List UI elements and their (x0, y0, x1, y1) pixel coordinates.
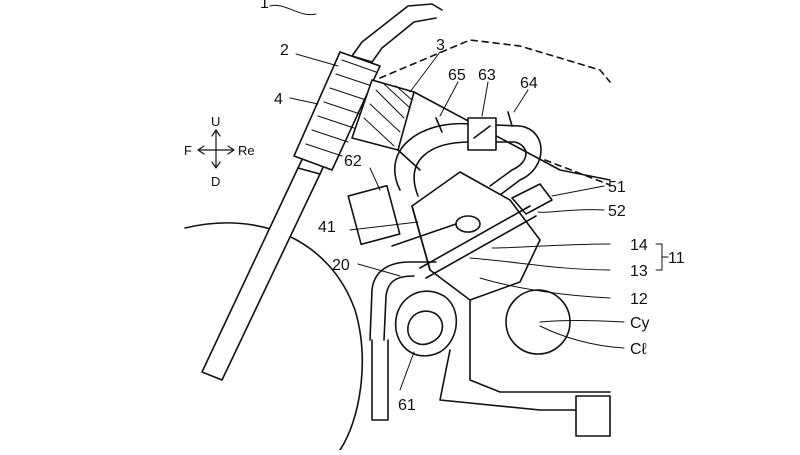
direction-cross (197, 129, 235, 169)
front-wheel (184, 222, 363, 451)
lower-frame (439, 299, 611, 411)
label-11: 11 (668, 250, 685, 267)
main-frame (397, 91, 611, 181)
dir-rear: Re (238, 143, 255, 158)
label-2: 2 (280, 42, 289, 59)
exhaust-chamber-61 (394, 290, 458, 357)
dir-up: U (211, 114, 220, 129)
body-outline-dashed (379, 39, 611, 83)
dir-down: D (211, 174, 220, 189)
label-3: 3 (436, 37, 445, 54)
sensor-64 (507, 111, 513, 127)
label-62: 62 (344, 153, 362, 170)
footrest-block (575, 395, 611, 437)
label-12: 12 (630, 291, 648, 308)
label-61: 61 (398, 397, 416, 414)
exhaust-pipe-20 (369, 261, 437, 421)
handlebar (351, 3, 443, 63)
label-52: 52 (608, 203, 626, 220)
label-41: 41 (318, 219, 336, 236)
airbox-62 (347, 184, 401, 246)
throttle-assembly (419, 183, 553, 279)
sensor-65 (435, 117, 443, 133)
label-cy: Cy (630, 315, 650, 332)
head-pipe-spring (293, 51, 381, 171)
dir-front: F (184, 143, 192, 158)
label-63: 63 (478, 67, 496, 84)
label-4: 4 (274, 91, 283, 108)
body-outline-dashed-2 (544, 159, 611, 186)
label-cl: Cℓ (630, 341, 647, 358)
crankcase-circle (505, 289, 571, 355)
label-13: 13 (630, 263, 648, 280)
label-64: 64 (520, 75, 538, 92)
label-1: 1 (260, 0, 269, 12)
pipe-41 (391, 223, 457, 247)
valve-63 (467, 117, 497, 151)
label-65: 65 (448, 67, 466, 84)
leader-lines (269, 4, 669, 391)
label-20: 20 (332, 257, 350, 274)
label-14: 14 (630, 237, 648, 254)
label-51: 51 (608, 179, 626, 196)
